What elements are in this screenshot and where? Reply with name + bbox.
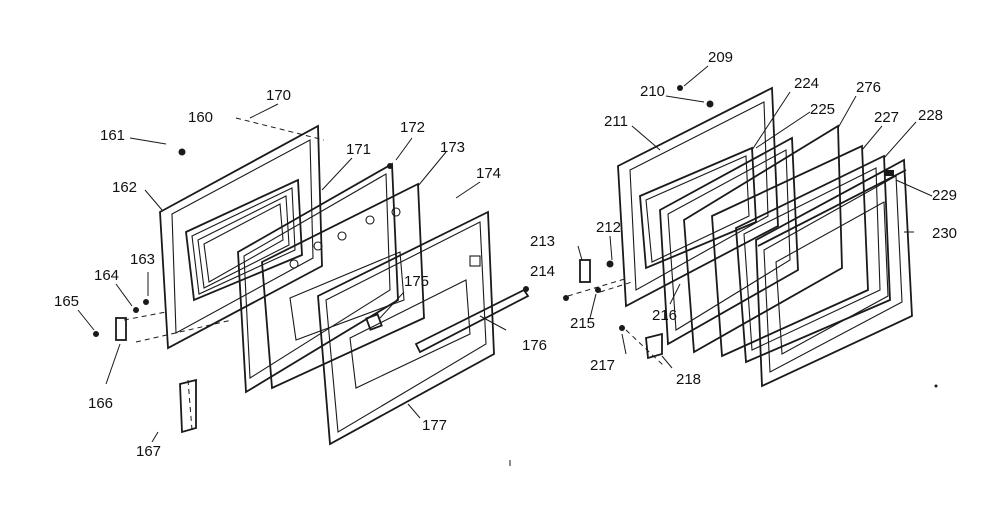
part-224-window-pack [639,146,757,270]
label-172: 172 [400,119,425,136]
part-165-screw [93,331,99,337]
part-176-handle [414,286,530,354]
part-218-bracket [625,329,665,367]
part-213-hinge [579,259,591,283]
part-211-rear-frame [617,86,779,308]
part-175-handle-mount [365,313,383,331]
label-161: 161 [100,127,125,144]
label-167: 167 [136,443,161,460]
part-212-screw [606,260,614,268]
label-214: 214 [530,263,555,280]
part-227-panel [711,144,869,358]
label-175: 175 [404,273,429,290]
label-217: 217 [590,357,615,374]
part-172-inner-panel [237,162,399,394]
label-210: 210 [640,83,665,100]
part-217-screw [619,325,625,331]
right-door-assembly [563,85,913,388]
part-225-glass-frame [659,136,799,346]
part-209-screw [677,85,683,91]
label-177: 177 [422,417,447,434]
part-215-screw [595,287,601,293]
left-door-assembly [93,117,530,446]
part-276-gasket-panel [683,124,843,354]
part-171-window-pack [185,178,303,302]
label-212: 212 [596,219,621,236]
part-214-screw [563,295,569,301]
label-174: 174 [476,165,501,182]
label-176: 176 [522,337,547,354]
label-215: 215 [570,315,595,332]
part-167-hinge-plate [179,378,197,434]
label-229: 229 [932,187,957,204]
label-209: 209 [708,49,733,66]
label-228: 228 [918,107,943,124]
label-173: 173 [440,139,465,156]
label-163: 163 [130,251,155,268]
label-164: 164 [94,267,119,284]
leader-lines [77,65,933,443]
label-216: 216 [652,307,677,324]
part-228-door-glass [735,154,891,364]
label-218: 218 [676,371,701,388]
part-210-screw [706,100,714,108]
label-213: 213 [530,233,555,250]
part-174-front-panel [317,210,495,446]
part-162-rear-frame [159,124,323,350]
part-173-liner-panel [261,182,425,390]
label-230: 230 [932,225,957,242]
label-224: 224 [794,75,819,92]
part-229-trim-clip [884,170,894,176]
part-160-screw [178,148,186,156]
part-163-screw [143,299,149,305]
label-160: 160 [188,109,213,126]
label-225: 225 [810,101,835,118]
label-166: 166 [88,395,113,412]
label-165: 165 [54,293,79,310]
part-164-screw [133,307,139,313]
part-labels: 160 161 162 163 164 165 166 167 170 171 … [54,49,957,460]
label-276: 276 [856,79,881,96]
part-230-outer-door [755,158,913,388]
part-166-hinge [115,317,127,341]
label-171: 171 [346,141,371,158]
label-170: 170 [266,87,291,104]
label-162: 162 [112,179,137,196]
label-211: 211 [604,113,628,130]
label-227: 227 [874,109,899,126]
